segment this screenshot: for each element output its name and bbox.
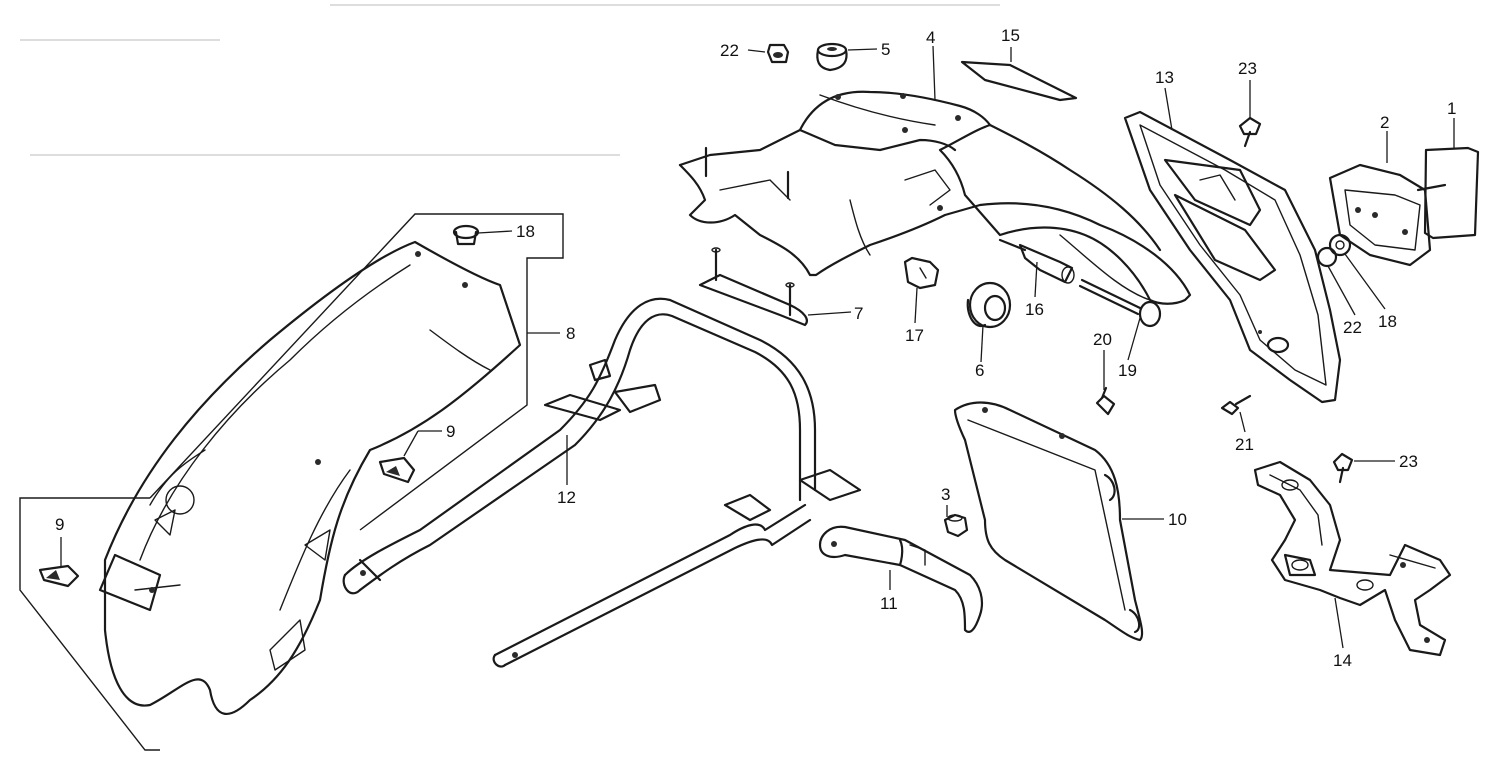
bracket-7 (698, 247, 808, 327)
callout-18a: 18 (516, 222, 535, 241)
scan-noise (20, 4, 1000, 156)
callout-10: 10 (1168, 510, 1187, 529)
callout-20: 20 (1093, 330, 1112, 349)
callout-16: 16 (1025, 300, 1044, 319)
callout-19: 19 (1118, 361, 1137, 380)
mudguard-10 (953, 401, 1144, 642)
stay-11 (818, 525, 984, 633)
washer-18-right (1328, 233, 1352, 257)
callout-14: 14 (1333, 651, 1352, 670)
collar-3 (943, 513, 969, 538)
bolt-20 (1095, 386, 1116, 416)
sheet-15 (960, 60, 1078, 102)
callout-17: 17 (905, 326, 924, 345)
callout-23b: 23 (1399, 452, 1418, 471)
callout-4: 4 (926, 28, 935, 47)
callout-15: 15 (1001, 26, 1020, 45)
callout-6: 6 (975, 361, 984, 380)
clip-9-left (38, 564, 80, 588)
rear-fender-4 (678, 90, 1192, 305)
cushion-6 (966, 281, 1012, 329)
collar-16 (998, 238, 1075, 284)
grab-rail-12 (342, 297, 862, 668)
callout-23a: 23 (1238, 59, 1257, 78)
inner-fender-group (19, 213, 564, 751)
callout-5: 5 (881, 40, 890, 59)
callout-2: 2 (1380, 113, 1389, 132)
leader-lines (60, 45, 1455, 649)
grommet-18-left (452, 224, 480, 246)
callout-21: 21 (1235, 435, 1254, 454)
callout-8: 8 (566, 324, 575, 343)
callout-7: 7 (854, 304, 863, 323)
callout-9b: 9 (55, 515, 64, 534)
clip-17 (903, 256, 940, 290)
nut-22-top (766, 43, 790, 64)
bolt-23-top (1238, 116, 1262, 148)
callout-18b: 18 (1378, 312, 1397, 331)
callout-22a: 22 (720, 41, 739, 60)
clip-9-right (378, 456, 416, 484)
lens-1 (1416, 146, 1480, 240)
callout-11: 11 (880, 594, 898, 613)
bolt-19 (1078, 278, 1162, 328)
bracket-14 (1253, 460, 1452, 657)
callout-12: 12 (557, 488, 576, 507)
callout-3: 3 (941, 485, 950, 504)
tail-lamp-2 (1328, 163, 1432, 267)
callout-9a: 9 (446, 422, 455, 441)
nut-22-right (1316, 246, 1338, 268)
grommet-5 (816, 42, 848, 72)
plate-bracket-13 (1123, 110, 1342, 404)
callout-13: 13 (1155, 68, 1174, 87)
callout-1: 1 (1447, 99, 1456, 118)
callout-22b: 22 (1343, 318, 1362, 337)
callout-labels: 1 2 3 4 5 6 7 8 9 9 10 11 12 13 14 15 16… (55, 26, 1456, 670)
bolt-23-right (1332, 452, 1354, 484)
bolt-21 (1220, 394, 1252, 416)
